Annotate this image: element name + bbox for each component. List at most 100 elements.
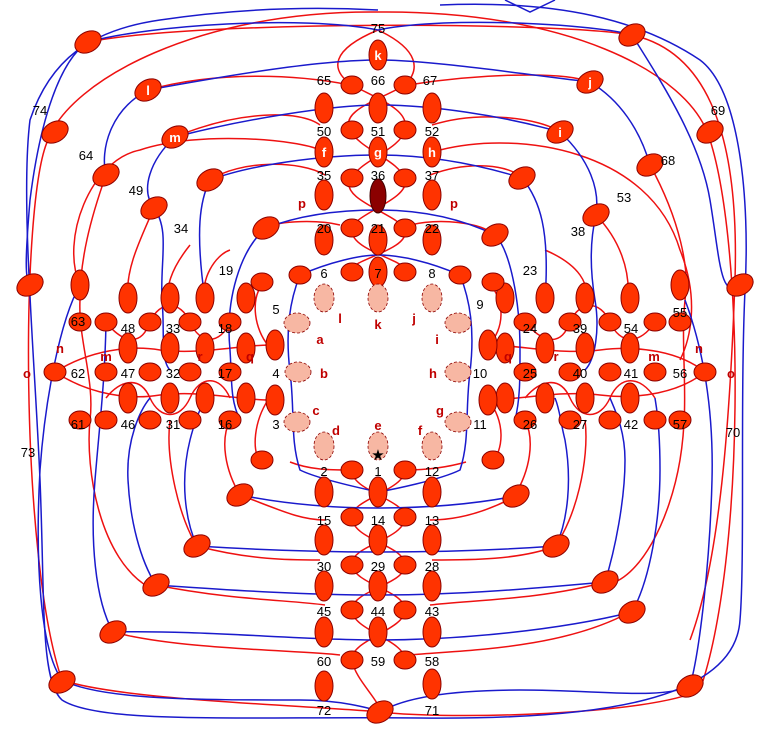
crossing-node	[138, 362, 162, 382]
crossing-number: 18	[218, 321, 232, 336]
node-letter: g	[374, 145, 382, 160]
crossing-node	[368, 570, 388, 602]
blue-strand	[684, 299, 713, 687]
crossing-node	[575, 332, 595, 364]
crossing-node	[393, 600, 417, 620]
node-letter: j	[587, 75, 592, 90]
crossing-node	[161, 125, 189, 149]
crossing-letter: q	[246, 349, 254, 364]
crossing-node	[393, 460, 417, 480]
crossing-number: 24	[523, 321, 537, 336]
crossing-node	[598, 312, 622, 332]
crossing-node	[94, 362, 118, 382]
crossing-number: 41	[624, 366, 638, 381]
crossing-letter: m	[648, 349, 660, 364]
crossing-number: 17	[218, 366, 232, 381]
crossing-number: 53	[617, 190, 631, 205]
crossing-node	[195, 332, 215, 364]
crossing-number: 71	[425, 703, 439, 718]
crossing-node	[118, 382, 138, 414]
crossing-number: 40	[573, 366, 587, 381]
crossing-number: 73	[21, 445, 35, 460]
crossing-letter: p	[298, 196, 306, 211]
blue-strand	[239, 494, 517, 509]
crossing-number: 32	[166, 366, 180, 381]
crossing-node	[288, 265, 312, 285]
crossing-node	[218, 362, 242, 382]
crossing-node	[314, 179, 334, 211]
crossing-node	[196, 168, 224, 192]
crossing-letter: f	[418, 423, 423, 438]
crossing-node	[138, 410, 162, 430]
crossing-node	[138, 312, 162, 332]
crossing-number: 2	[320, 464, 327, 479]
crossing-number: 4	[272, 366, 279, 381]
crossing-node	[598, 410, 622, 430]
crossing-number: 63	[71, 314, 85, 329]
crossing-node	[134, 78, 162, 102]
crossing-node	[575, 282, 595, 314]
crossing-node	[618, 600, 646, 624]
crossing-node	[448, 265, 472, 285]
crossing-node	[422, 570, 442, 602]
crossing-node	[43, 362, 67, 382]
crossing-number: 55	[673, 305, 687, 320]
crossing-number: 45	[317, 604, 331, 619]
crossing-node	[314, 136, 334, 168]
crossing-node	[598, 362, 622, 382]
crossing-number: 21	[371, 221, 385, 236]
crossing-letter: k	[374, 317, 382, 332]
crossing-node	[620, 382, 640, 414]
blue-strand	[127, 397, 157, 586]
crossing-number: 42	[624, 417, 638, 432]
crossing-node	[495, 382, 515, 414]
crossing-node	[558, 312, 582, 332]
crossing-number: 29	[371, 559, 385, 574]
crossing-node	[226, 483, 254, 507]
crossing-node	[236, 282, 256, 314]
crossing-node	[535, 332, 555, 364]
crossing-node	[575, 382, 595, 414]
crossing-node	[314, 570, 334, 602]
crossing-number: 48	[121, 321, 135, 336]
crossing-node	[314, 224, 334, 256]
crossing-number: 43	[425, 604, 439, 619]
crossing-number: 3	[272, 417, 279, 432]
crossing-number: 31	[166, 417, 180, 432]
crossing-node	[393, 507, 417, 527]
crossing-node	[368, 92, 388, 124]
crossing-node	[41, 120, 69, 144]
faint-node	[367, 431, 389, 461]
crossing-node	[236, 332, 256, 364]
crossing-node	[478, 329, 498, 361]
crossing-number: 60	[317, 654, 331, 669]
crossing-number: 16	[218, 417, 232, 432]
crossing-letter: j	[411, 311, 416, 326]
red-strand	[524, 380, 656, 416]
crossing-node	[140, 196, 168, 220]
crossing-node	[535, 282, 555, 314]
crossing-node	[668, 312, 692, 332]
blue-strand	[103, 89, 149, 176]
crossing-node	[314, 616, 334, 648]
crossing-node	[546, 120, 574, 144]
crossing-node	[340, 262, 364, 282]
crossing-node	[340, 600, 364, 620]
crossing-node	[481, 272, 505, 292]
crossing-number: 25	[523, 366, 537, 381]
faint-node	[283, 411, 311, 433]
crossing-node	[178, 312, 202, 332]
crossing-node	[218, 312, 242, 332]
crossing-number: 57	[673, 417, 687, 432]
crossing-letter: r	[197, 349, 202, 364]
crossing-number: 34	[174, 221, 188, 236]
blue-strand	[87, 21, 633, 43]
crossing-node	[693, 362, 717, 382]
crossing-node	[265, 329, 285, 361]
crossing-number: 38	[571, 224, 585, 239]
crossing-number: 54	[624, 321, 638, 336]
crossing-number: 23	[523, 263, 537, 278]
crossing-number: 49	[129, 183, 143, 198]
crossing-number: 70	[726, 425, 740, 440]
blue-strand	[25, 41, 89, 286]
